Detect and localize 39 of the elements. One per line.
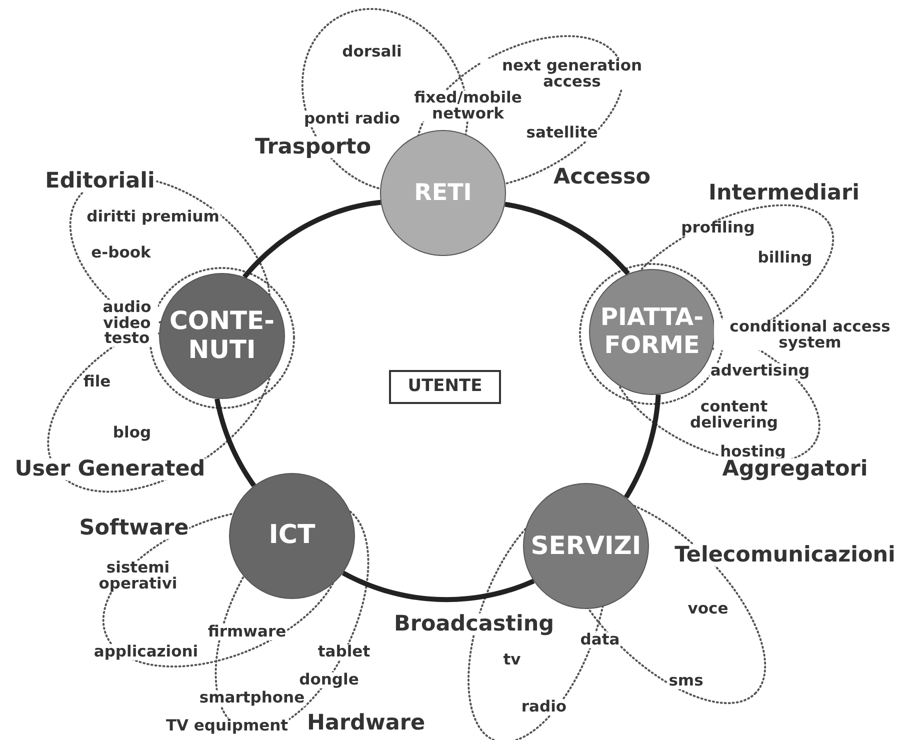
category-heading: Aggregatori (721, 458, 869, 480)
item-label: applicazioni (92, 644, 200, 660)
category-heading: User Generated (14, 458, 206, 480)
item-label: advertising (709, 363, 811, 379)
item-label: blog (112, 425, 152, 441)
category-heading: Broadcasting (392, 613, 556, 635)
category-heading: Software (78, 517, 190, 539)
item-label: smartphone (198, 690, 306, 706)
item-label: dorsali (341, 44, 403, 60)
item-label: dongle (298, 672, 360, 688)
item-label: ponti radio (302, 111, 402, 127)
category-heading: Trasporto (254, 136, 372, 158)
item-label: tablet (316, 644, 372, 660)
ring-connector (504, 202, 630, 276)
node-label: UTENTE (408, 377, 482, 397)
item-label: satellite (525, 125, 599, 141)
node-label: RETI (413, 180, 473, 206)
item-label: diritti premium (86, 209, 220, 225)
item-label: hosting (719, 444, 787, 460)
node-label: CONTE- NUTI (168, 307, 276, 365)
category-heading: Editoriali (44, 170, 156, 192)
node-label: ICT (268, 521, 316, 551)
item-label: profiling (680, 220, 756, 236)
ring-connector (242, 200, 381, 279)
node-label: SERVIZI (530, 532, 642, 560)
item-label: firmware (206, 624, 288, 640)
category-heading: Telecomunicazioni (674, 544, 896, 566)
item-label: billing (756, 250, 814, 266)
item-label: data (579, 632, 621, 648)
ring-connector (214, 398, 256, 488)
item-label: radio (520, 699, 568, 715)
ring-connector (624, 394, 661, 499)
ring-connector (342, 570, 535, 602)
item-label: file (82, 374, 112, 390)
center-box (389, 370, 501, 404)
node-label: PIATTA- FORME (599, 304, 705, 360)
item-label: TV equipment (164, 718, 290, 734)
item-label: e-book (90, 245, 152, 261)
category-circle (159, 273, 285, 399)
